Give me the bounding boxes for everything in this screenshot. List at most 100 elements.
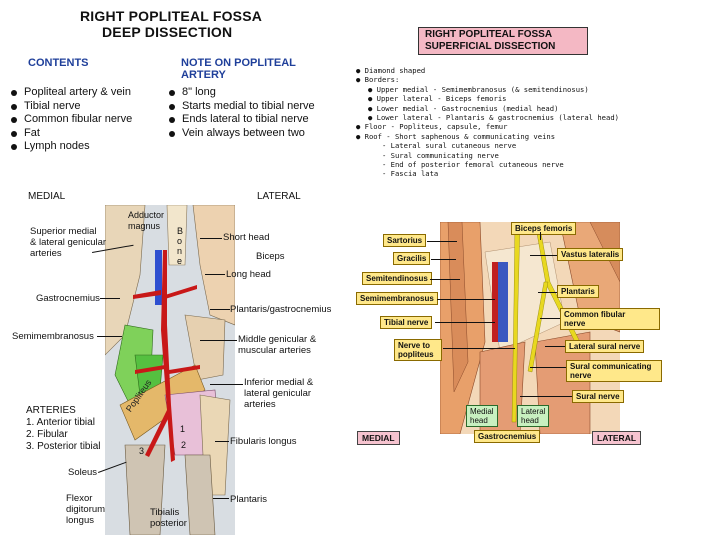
- label-num-2: 2: [181, 440, 187, 450]
- left-title-line1: RIGHT POPLITEAL FOSSA: [80, 8, 263, 24]
- label-inferior-genicular: Inferior medial & lateral genicular arte…: [244, 377, 314, 410]
- note-line: ● Upper medial - Semimembranosus (& semi…: [368, 84, 589, 94]
- box-sural-communicating-nerve: Sural communicating nerve: [566, 360, 662, 382]
- contents-list: Popliteal artery & vein Tibial nerve Com…: [10, 86, 132, 154]
- right-title-line1: RIGHT POPLITEAL FOSSA: [425, 29, 553, 40]
- note-list: 8" long Starts medial to tibial nerve En…: [168, 86, 315, 140]
- left-title-line2: DEEP DISSECTION: [102, 24, 233, 40]
- note-line: - Fascia lata: [382, 169, 439, 179]
- box-semimembranosus: Semimembranosus: [356, 292, 438, 305]
- leader-line: [538, 292, 557, 293]
- note-line: - End of posterior femoral cutaneous ner…: [382, 160, 564, 170]
- box-gracilis: Gracilis: [393, 252, 431, 265]
- leader-line: [210, 384, 243, 385]
- label-num-1: 1: [180, 424, 186, 434]
- note-header: NOTE ON POPLITEAL ARTERY: [181, 57, 296, 81]
- leader-line: [430, 279, 460, 280]
- contents-item: Common fibular nerve: [10, 113, 132, 127]
- leader-line: [437, 299, 495, 300]
- box-biceps-femoris: Biceps femoris: [511, 222, 577, 235]
- leader-line: [431, 259, 456, 260]
- label-num-3: 3: [139, 446, 145, 456]
- deep-dissection-illustration: [105, 205, 235, 535]
- note-line: - Sural communicating nerve: [382, 150, 499, 160]
- note-header-line2: ARTERY: [181, 69, 226, 81]
- note-line: ● Upper lateral - Biceps femoris: [368, 94, 507, 104]
- note-line: ● Diamond shaped: [356, 66, 426, 75]
- right-title-box: RIGHT POPLITEAL FOSSA SUPERFICIAL DISSEC…: [418, 27, 588, 55]
- contents-item: Tibial nerve: [10, 100, 132, 114]
- box-sartorius: Sartorius: [383, 234, 427, 247]
- label-superior-genicular: Superior medial & lateral genicular arte…: [30, 226, 107, 259]
- left-lateral-label: LATERAL: [257, 191, 301, 202]
- note-item: 8" long: [168, 86, 315, 100]
- leader-line: [520, 396, 572, 397]
- note-item: Vein always between two: [168, 127, 315, 141]
- left-medial-label: MEDIAL: [28, 191, 66, 202]
- left-title: RIGHT POPLITEAL FOSSA DEEP DISSECTION: [80, 8, 262, 40]
- note-line: ● Borders:: [356, 75, 400, 85]
- leader-line: [540, 318, 560, 319]
- contents-item: Fat: [10, 127, 132, 141]
- label-biceps: Biceps: [256, 251, 285, 262]
- label-short-head: Short head: [223, 232, 270, 243]
- leader-line: [97, 336, 122, 337]
- box-sural-nerve: Sural nerve: [572, 390, 624, 403]
- leader-line: [435, 322, 495, 323]
- arteries-block: ARTERIES 1. Anterior tibial 2. Fibular 3…: [26, 405, 100, 453]
- leader-line: [100, 298, 120, 299]
- note-line: - Lateral sural cutaneous nerve: [382, 141, 517, 151]
- contents-item: Lymph nodes: [10, 140, 132, 154]
- label-middle-genicular: Middle genicular & muscular arteries: [238, 334, 317, 356]
- note-item: Ends lateral to tibial nerve: [168, 113, 315, 127]
- right-notes: ● Diamond shaped ● Borders: ● Upper medi…: [356, 66, 619, 179]
- label-bone: B o n e: [177, 226, 184, 266]
- label-plantaris: Plantaris: [230, 494, 267, 505]
- leader-line: [210, 309, 230, 310]
- label-soleus: Soleus: [68, 467, 98, 478]
- right-lateral-label: LATERAL: [592, 431, 642, 445]
- box-lateral-head: Lateral head: [517, 405, 549, 427]
- artery-item: 3. Posterior tibial: [26, 441, 101, 452]
- box-nerve-to-popliteus: Nerve to popliteus: [394, 339, 442, 361]
- artery-item: 1. Anterior tibial: [26, 417, 95, 428]
- right-medial-label: MEDIAL: [357, 431, 400, 445]
- label-fibularis-longus: Fibularis longus: [230, 436, 297, 447]
- note-line: ● Roof - Short saphenous & communicating…: [356, 131, 556, 141]
- label-semimembranosus: Semimembranosus: [12, 331, 94, 342]
- box-plantaris: Plantaris: [557, 285, 599, 298]
- leader-line: [200, 340, 237, 341]
- label-plantaris-gastrocnemius: Plantaris/gastrocnemius: [230, 304, 332, 315]
- leader-line: [540, 232, 541, 240]
- leader-line: [427, 241, 457, 242]
- right-title-line2: SUPERFICIAL DISSECTION: [425, 41, 556, 52]
- label-gastrocnemius: Gastrocnemius: [36, 293, 100, 304]
- note-line: ● Lower lateral - Plantaris & gastrocnem…: [368, 113, 619, 123]
- leader-line: [530, 255, 557, 256]
- box-medial-head: Medial head: [466, 405, 498, 427]
- leader-line: [545, 346, 565, 347]
- leader-line: [213, 498, 229, 499]
- leader-line: [215, 441, 229, 442]
- box-semitendinosus: Semitendinosus: [362, 272, 432, 285]
- note-line: ● Lower medial - Gastrocnemius (medial h…: [368, 103, 559, 113]
- note-line: ● Floor - Popliteus, capsule, femur: [356, 122, 508, 132]
- leader-line: [530, 367, 566, 368]
- arteries-header: ARTERIES: [26, 405, 76, 416]
- leader-line: [443, 348, 515, 349]
- box-vastus-lateralis: Vastus lateralis: [557, 248, 624, 261]
- contents-item: Popliteal artery & vein: [10, 86, 132, 100]
- label-tibialis-posterior: Tibialis posterior: [150, 507, 187, 529]
- contents-header: CONTENTS: [28, 57, 89, 69]
- label-flexor-digitorum-longus: Flexor digitorum longus: [66, 493, 106, 526]
- leader-line: [205, 274, 225, 275]
- box-common-fibular-nerve: Common fibular nerve: [560, 308, 660, 330]
- label-adductor-magnus: Adductor magnus: [128, 210, 165, 231]
- label-long-head: Long head: [226, 269, 271, 280]
- box-tibial-nerve: Tibial nerve: [380, 316, 433, 329]
- box-lateral-sural-nerve: Lateral sural nerve: [565, 340, 645, 353]
- note-item: Starts medial to tibial nerve: [168, 100, 315, 114]
- box-gastrocnemius: Gastrocnemius: [474, 430, 541, 443]
- leader-line: [200, 238, 222, 239]
- note-header-line1: NOTE ON POPLITEAL: [181, 57, 296, 69]
